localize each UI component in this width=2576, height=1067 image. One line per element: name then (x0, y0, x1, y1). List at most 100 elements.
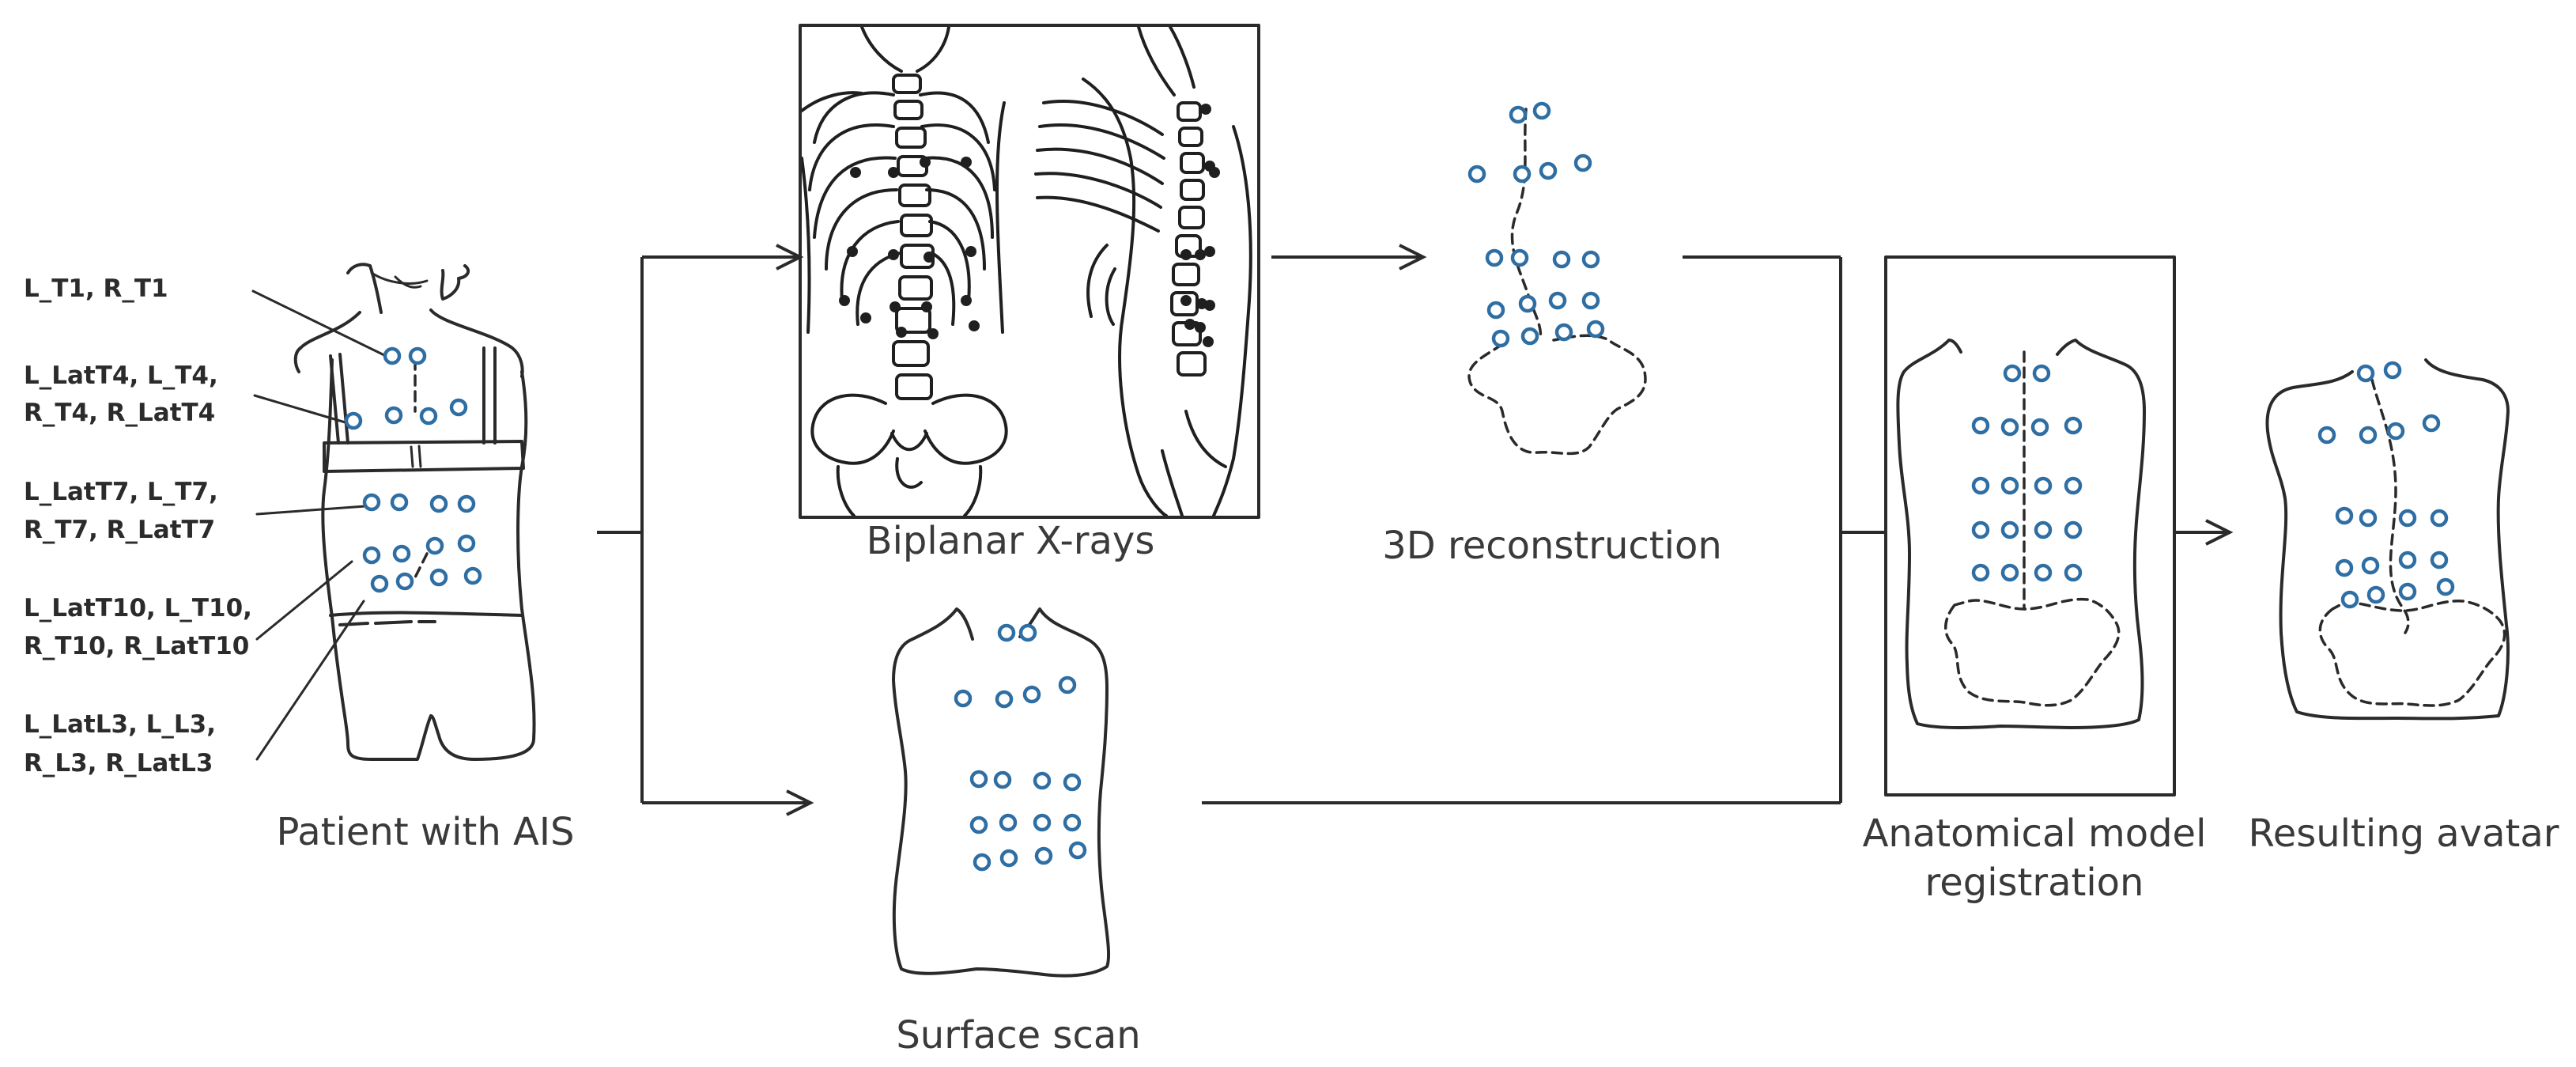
patient-landmark-marker (344, 411, 363, 430)
patient-landmark-marker (419, 407, 438, 426)
avatar-landmark-marker (2398, 551, 2417, 569)
patient-landmark-marker (457, 494, 476, 513)
caption-xrays: Biplanar X-rays (867, 519, 1155, 563)
caption-surface-scan: Surface scan (896, 1013, 1140, 1058)
reconstruction-figure (1467, 108, 1647, 456)
reconstruction-landmark-marker (1539, 161, 1558, 180)
reconstruction-landmark-marker (1467, 165, 1486, 184)
avatar-figure (2265, 358, 2510, 721)
registration-landmark-marker (2000, 476, 2019, 495)
avatar-landmark-marker (2335, 558, 2354, 577)
landmark-label-t7-line2: R_T7, R_LatT7 (24, 516, 215, 544)
reconstruction-landmark-marker (1509, 105, 1528, 124)
caption-patient: Patient with AIS (277, 810, 575, 854)
landmark-label-t7-line1: L_LatT7, L_T7, (24, 478, 218, 506)
avatar-landmark-marker (2317, 426, 2336, 445)
registration-landmark-marker (2064, 520, 2083, 539)
captions: Patient with AIS Biplanar X-rays 3D reco… (277, 519, 2559, 1058)
registration-landmark-marker (2032, 364, 2051, 383)
avatar-landmark-marker (2383, 361, 2402, 380)
patient-landmark-marker (429, 568, 448, 587)
reconstruction-landmark-marker (1520, 327, 1539, 346)
avatar-landmark-marker (2436, 577, 2455, 596)
avatar-landmark-marker (2430, 551, 2449, 569)
caption-avatar: Resulting avatar (2249, 812, 2559, 856)
avatar-landmark-marker (2359, 426, 2378, 445)
arrow-right-icon (786, 789, 814, 816)
registration-landmark-marker (2003, 364, 2022, 383)
avatar-landmark-marker (2422, 414, 2441, 433)
landmark-labels: L_T1, R_T1 L_LatT4, L_T4, R_T4, R_LatT4 … (24, 274, 387, 778)
avatar-landmark-marker (2356, 364, 2375, 383)
surface-landmark-marker (999, 813, 1018, 832)
reconstruction-landmark-marker (1548, 291, 1567, 310)
arrow-heads (776, 244, 2234, 816)
reconstruction-landmark-marker (1581, 291, 1600, 310)
landmark-label-t1: L_T1, R_T1 (24, 274, 168, 303)
patient-landmark-marker (429, 494, 448, 513)
avatar-landmark-marker (2398, 509, 2417, 528)
surface-landmark-marker (954, 689, 973, 708)
patient-landmark-marker (384, 406, 403, 425)
reconstruction-landmark-marker (1532, 101, 1551, 120)
surface-landmark-marker (969, 770, 988, 789)
reconstruction-landmark-marker (1554, 323, 1573, 342)
avatar-landmark-marker (2359, 509, 2378, 528)
surface-landmark-marker (1058, 675, 1077, 694)
registration-landmark-marker (1971, 520, 1990, 539)
reconstruction-landmark-marker (1510, 248, 1529, 267)
surface-landmark-marker (999, 849, 1018, 868)
arrow-right-icon (776, 244, 804, 271)
caption-registration-line1: Anatomical model (1863, 812, 2207, 856)
landmark-markers (344, 101, 2455, 872)
patient-landmark-marker (383, 346, 402, 365)
landmark-label-t4-line2: R_T4, R_LatT4 (24, 399, 215, 427)
caption-reconstruction: 3D reconstruction (1382, 524, 1721, 568)
registration-landmark-marker (1971, 563, 1990, 582)
registration-landmark-marker (2064, 416, 2083, 435)
patient-landmark-marker (449, 398, 468, 417)
registration-landmark-marker (2064, 476, 2083, 495)
surface-landmark-marker (995, 690, 1014, 709)
surface-landmark-marker (973, 853, 991, 872)
landmark-label-t10-line1: L_LatT10, L_T10, (24, 594, 252, 622)
patient-landmark-marker (457, 534, 476, 553)
patient-landmark-marker (425, 536, 444, 555)
surface-landmark-marker (997, 623, 1016, 642)
patient-back-icon (293, 263, 536, 761)
registration-landmark-marker (1971, 476, 1990, 495)
reconstruction-landmark-marker (1486, 301, 1505, 320)
avatar-landmark-marker (2366, 585, 2385, 604)
registration-landmark-marker (2030, 418, 2049, 437)
patient-landmark-marker (390, 493, 409, 512)
reconstruction-landmark-marker (1552, 250, 1571, 269)
surface-landmark-marker (993, 770, 1012, 789)
reconstruction-landmark-marker (1518, 294, 1537, 313)
avatar-landmark-marker (2430, 509, 2449, 528)
registration-landmark-marker (2000, 520, 2019, 539)
reconstruction-landmark-marker (1513, 165, 1532, 184)
landmark-label-t4-line1: L_LatT4, L_T4, (24, 361, 218, 390)
patient-landmark-marker (392, 544, 411, 563)
reconstruction-landmark-marker (1581, 250, 1600, 269)
registration-landmark-marker (2034, 563, 2053, 582)
avatar-landmark-marker (2398, 582, 2417, 601)
avatar-landmark-marker (2335, 506, 2354, 525)
reconstruction-landmark-marker (1485, 248, 1504, 267)
landmark-label-t10-line2: R_T10, R_LatT10 (24, 632, 249, 660)
registration-landmark-marker (2064, 563, 2083, 582)
avatar-landmark-marker (2340, 590, 2359, 609)
registration-landmark-marker (2034, 476, 2053, 495)
registration-landmark-marker (2000, 563, 2019, 582)
surface-landmark-marker (969, 815, 988, 834)
reconstruction-landmark-marker (1491, 329, 1510, 348)
patient-landmark-marker (362, 546, 381, 565)
landmark-label-l3-line1: L_LatL3, L_L3, (24, 710, 216, 739)
patient-landmark-marker (362, 493, 381, 512)
surface-landmark-marker (1034, 846, 1053, 865)
patient-landmark-marker (408, 346, 427, 365)
arrow-right-icon (2205, 519, 2234, 546)
registration-landmark-marker (2034, 520, 2053, 539)
avatar-landmark-marker (2361, 556, 2380, 575)
